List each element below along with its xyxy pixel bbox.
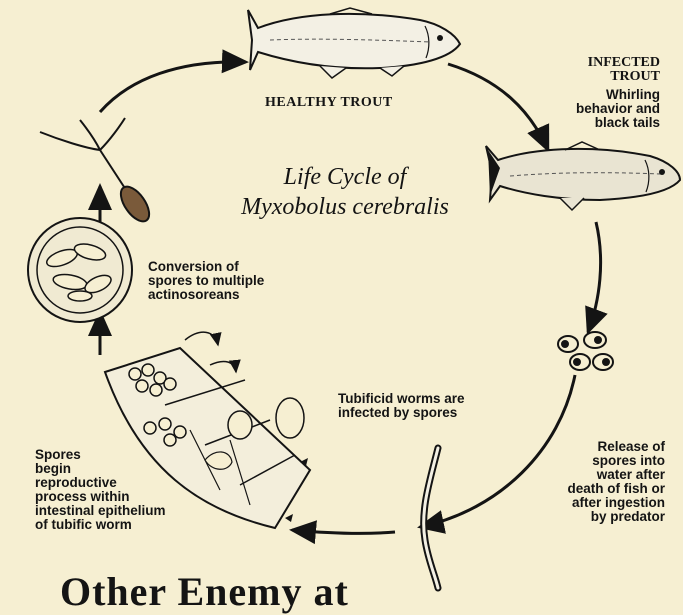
cycle-arrow-to-epithelium [292,530,395,533]
diagram-title: Life Cycle of Myxobolus cerebralis [210,162,480,222]
bottom-heading: Other Enemy at [60,568,349,615]
infected-trout-drawing [486,142,680,210]
spores-begin-label: Spores begin reproductive process within… [35,448,166,532]
whirling-label: Whirling behavior and black tails [565,88,660,130]
title-line-2: Myxobolus cerebralis [210,192,480,222]
conversion-label: Conversion of spores to multiple actinos… [148,260,264,302]
healthy-trout-drawing [248,8,460,78]
tubificid-label: Tubificid worms are infected by spores [338,392,465,420]
cycle-arrow-to-spores [588,222,601,332]
spores-drawing [558,332,613,370]
actinosporean-drawing [40,118,155,226]
title-line-1: Life Cycle of [210,162,480,192]
life-cycle-diagram: Life Cycle of Myxobolus cerebralis HEALT… [0,0,683,598]
cycle-arrow-to-infected [448,64,548,150]
release-label: Release of spores into water after death… [535,440,665,524]
cyst-drawing [28,218,132,322]
healthy-trout-label: HEALTHY TROUT [265,96,393,110]
cycle-arrow-top-left [100,62,246,112]
infected-trout-label: INFECTED TROUT [560,56,660,84]
